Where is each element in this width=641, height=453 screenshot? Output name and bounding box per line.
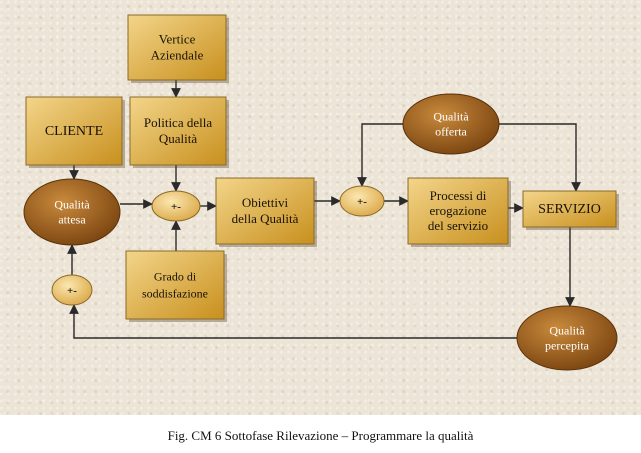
process-box: [215, 177, 315, 245]
vertice-label: Aziendale: [151, 48, 204, 63]
node-op-left: +-: [151, 190, 201, 222]
figure-caption: Fig. CM 6 Sottofase Rilevazione – Progra…: [167, 428, 474, 443]
grado-label: soddisfazione: [142, 287, 208, 301]
process-box: [407, 177, 509, 245]
op-left-label: +-: [171, 201, 181, 213]
process-box: [125, 250, 225, 320]
obiettivi-label: della Qualità: [232, 211, 299, 226]
qualita-percepita-label: Qualità: [549, 324, 585, 338]
qualita-offerta-label: Qualità: [433, 110, 469, 124]
op-bottom-label: +-: [67, 285, 77, 297]
arrow-qualita-percepita-to-op-bottom: [69, 304, 517, 339]
qualita-attesa-label: attesa: [58, 213, 86, 227]
qualita-attesa-label: Qualità: [54, 198, 90, 212]
quality-oval: [402, 93, 500, 155]
processi-label: del servizio: [428, 218, 488, 233]
comparator-node: [51, 274, 93, 306]
process-box: [25, 96, 123, 166]
process-box: [522, 190, 617, 228]
arrow-qualita-offerta-to-op-right: [357, 123, 403, 187]
quality-oval: [23, 178, 121, 246]
edge-layer: [67, 80, 581, 339]
node-cliente: CLIENTE: [25, 96, 125, 168]
process-box: [127, 14, 227, 81]
qualita-percepita-label: percepita: [545, 339, 590, 353]
node-op-right: +-: [339, 185, 385, 217]
grado-label: Grado di: [154, 270, 197, 284]
process-box: [129, 96, 227, 166]
vertice-label: Vertice: [159, 32, 196, 47]
node-grado: Grado di soddisfazione: [125, 250, 227, 322]
comparator-node: [151, 190, 201, 222]
node-servizio: SERVIZIO: [522, 190, 619, 230]
node-op-bottom: +-: [51, 274, 93, 306]
op-right-label: +-: [357, 196, 367, 208]
servizio-label: SERVIZIO: [538, 202, 601, 217]
qualita-offerta-label: offerta: [435, 125, 467, 139]
cliente-label: CLIENTE: [45, 124, 103, 139]
politica-label: Politica della: [144, 115, 212, 130]
politica-label: Qualità: [159, 131, 197, 146]
processi-label: Processi di: [430, 188, 487, 203]
arrow-qualita-offerta-to-servizio: [499, 123, 581, 192]
quality-oval: [516, 305, 618, 371]
processi-label: erogazione: [429, 203, 486, 218]
comparator-node: [339, 185, 385, 217]
obiettivi-label: Obiettivi: [242, 195, 289, 210]
